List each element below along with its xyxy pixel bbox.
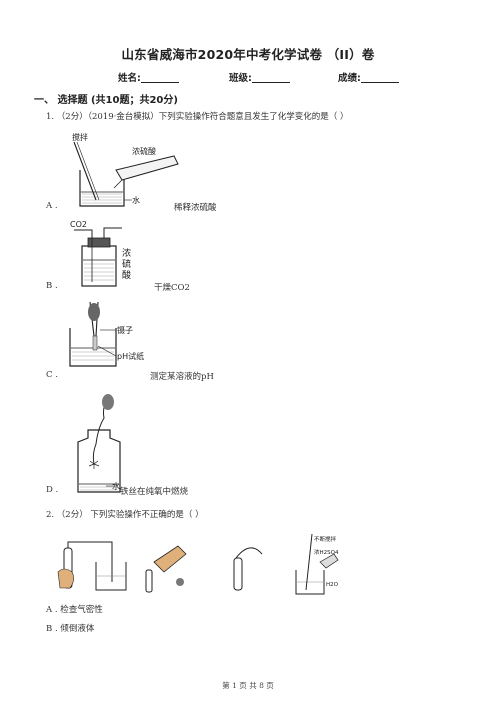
q2-option-a[interactable]: A . 检查气密性 bbox=[46, 603, 103, 615]
class-field: 班级: bbox=[229, 70, 290, 84]
q2-option-b-text: 倾倒液体 bbox=[60, 624, 95, 634]
label-tweezers: 镊子 bbox=[117, 325, 133, 335]
label-conc-b1: 浓 bbox=[122, 248, 131, 259]
label-co2: CO2 bbox=[70, 220, 87, 229]
option-d-letter[interactable]: D . bbox=[46, 485, 59, 495]
name-blank bbox=[140, 72, 179, 83]
label-conc-h2so4: 浓H2SO4 bbox=[314, 548, 339, 556]
option-a-letter[interactable]: A . bbox=[46, 201, 58, 211]
name-label: 姓名: bbox=[118, 73, 141, 84]
option-c-caption: 测定某溶液的pH bbox=[150, 372, 214, 382]
option-b-caption: 干燥CO2 bbox=[154, 283, 190, 293]
figure-dry-co2: CO2 浓 硫 酸 bbox=[70, 220, 131, 287]
label-ph-paper: pH试纸 bbox=[117, 351, 144, 361]
option-a-caption: 稀释浓硫酸 bbox=[174, 203, 217, 213]
question-1-stem: 1. （2分）（2019·金台模拟）下列实验操作符合题意且发生了化学变化的是（ … bbox=[46, 112, 349, 122]
figure-measure-ph: 镊子 pH试纸 bbox=[69, 301, 144, 367]
score-field: 成绩: bbox=[338, 70, 399, 84]
q2-option-b-letter: B . bbox=[46, 624, 58, 634]
q2-option-a-text: 检查气密性 bbox=[60, 605, 103, 615]
figure-iron-wire-burning: 水 bbox=[77, 394, 121, 493]
page-footer: 第 1 页 共 8 页 bbox=[222, 681, 274, 690]
section-heading: 一、 选择题 (共10题；共20分) bbox=[34, 95, 178, 106]
class-label: 班级: bbox=[229, 73, 252, 84]
option-b-letter[interactable]: B . bbox=[46, 281, 58, 291]
label-h2o: H2O bbox=[326, 582, 339, 588]
score-label: 成绩: bbox=[338, 73, 361, 84]
figure-dilute-sulfuric-acid: 搅拌 浓硫酸 水 bbox=[72, 132, 179, 207]
label-conc-b2: 硫 bbox=[122, 258, 131, 270]
score-blank bbox=[360, 72, 399, 83]
option-d-caption: 铁丝在纯氧中燃烧 bbox=[120, 487, 189, 497]
page-title: 山东省威海市2020年中考化学试卷 （II）卷 bbox=[121, 47, 375, 62]
option-c-letter[interactable]: C . bbox=[46, 370, 58, 380]
label-conc-b3: 酸 bbox=[122, 270, 131, 281]
q2-option-a-letter: A . bbox=[46, 605, 58, 615]
label-stir: 搅拌 bbox=[72, 132, 88, 142]
label-water-d: 水 bbox=[112, 481, 120, 491]
figure-q2-operations: 不断搅拌 浓H2SO4 H2O bbox=[57, 533, 339, 595]
name-field: 姓名: bbox=[118, 70, 179, 84]
class-blank bbox=[251, 72, 290, 83]
label-water-a: 水 bbox=[132, 195, 140, 205]
q2-option-b[interactable]: B . 倾倒液体 bbox=[46, 622, 94, 634]
question-2-stem: 2. （2分） 下列实验操作不正确的是（ ） bbox=[46, 510, 204, 520]
label-conc-acid: 浓硫酸 bbox=[132, 146, 156, 156]
label-stir-constantly: 不断搅拌 bbox=[314, 535, 337, 543]
